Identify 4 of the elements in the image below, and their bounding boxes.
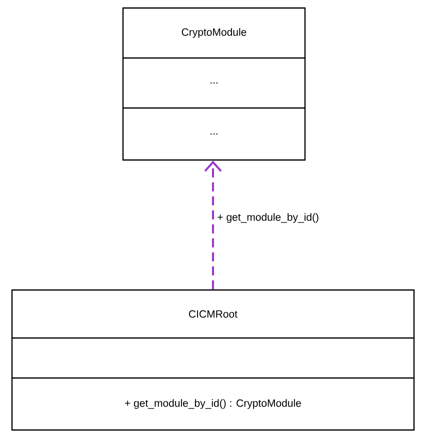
edge-label: + get_module_by_id() [216, 212, 320, 224]
class-box: CryptoModule ... ... [122, 7, 306, 161]
class-box: CICMRoot + get_module_by_id() : CryptoModule [11, 289, 415, 431]
dependency-arrow [204, 160, 222, 290]
